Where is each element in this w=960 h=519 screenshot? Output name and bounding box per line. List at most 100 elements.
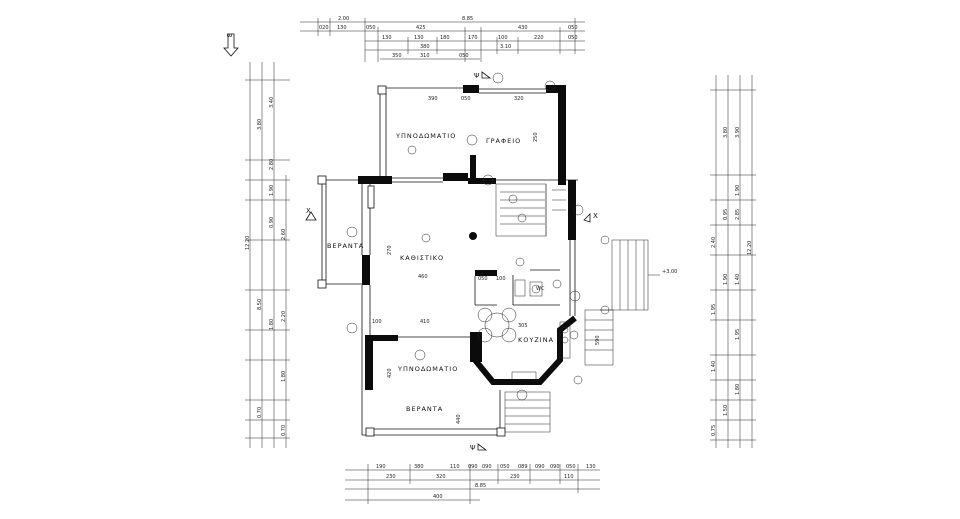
- left-dim-9: 2.20: [281, 311, 287, 322]
- interior-dim-3: 460: [418, 274, 428, 280]
- left-dim-3: 3.40: [269, 97, 275, 108]
- top-dim-3-1: 130: [414, 35, 424, 41]
- left-dim-1: 8.50: [257, 299, 263, 310]
- left-dim-2: 3.80: [257, 119, 263, 130]
- bottom-dim-3-0: 8.85: [475, 483, 486, 489]
- svg-text:Ψ: Ψ: [470, 444, 476, 452]
- bottom-dim-1-7: 090: [535, 464, 545, 470]
- bottom-dim-1-10: 130: [586, 464, 596, 470]
- north-marker: 3: [225, 33, 233, 37]
- right-dim-2: 3.80: [723, 127, 729, 138]
- right-dim-3: 1.90: [735, 185, 741, 196]
- svg-text:X: X: [593, 212, 598, 220]
- bottom-dim-1-1: 380: [414, 464, 424, 470]
- right-dim-10: 1.95: [735, 329, 741, 340]
- staircase-side: [584, 309, 614, 366]
- interior-dim-13: 440: [456, 414, 462, 424]
- bottom-dim-1-4: 090: [482, 464, 492, 470]
- top-dim-4-1: 3.10: [500, 44, 511, 50]
- bottom-dim-1-2: 110: [450, 464, 460, 470]
- top-dim-2-1: 130: [337, 25, 347, 31]
- interior-dim-5: 250: [533, 132, 539, 142]
- top-dim-3-3: 170: [468, 35, 478, 41]
- left-dim-10: 1.80: [281, 371, 287, 382]
- north-arrow-icon: 3: [223, 33, 239, 57]
- door-marks: [346, 72, 584, 401]
- section-marker-psi-bottom: Ψ: [470, 443, 488, 452]
- svg-text:Ψ: Ψ: [474, 72, 480, 80]
- top-dim-1-0: 2.00: [338, 16, 349, 22]
- top-dim-5-0: 350: [392, 53, 402, 59]
- top-dim-3-0: 130: [382, 35, 392, 41]
- bottom-dim-1-0: 190: [376, 464, 386, 470]
- right-dim-14: 0.75: [711, 425, 717, 436]
- level-mark: +3.00: [662, 269, 677, 275]
- top-dim-5-1: 310: [420, 53, 430, 59]
- top-dim-2-5: 050: [568, 25, 578, 31]
- left-dimension-labels: 12.20 8.50 3.80 3.40 2.80 1.90 0.90 1.80…: [245, 97, 287, 436]
- left-dim-11: 0.70: [257, 407, 263, 418]
- bottom-dim-1-3: 090: [468, 464, 478, 470]
- svg-text:X: X: [306, 207, 311, 215]
- interior-dim-2: 320: [514, 96, 524, 102]
- top-dim-1-1: 8.85: [462, 16, 473, 22]
- room-label-veranda-left: ΒΕΡΑΝΤΑ: [327, 242, 364, 250]
- left-dim-6: 0.90: [269, 217, 275, 228]
- room-label-bedroom-bottom: ΥΠΝΟΔΩΜΑΤΙΟ: [397, 365, 458, 373]
- room-label-veranda-bottom: ΒΕΡΑΝΤΑ: [406, 405, 443, 413]
- left-dim-7: 1.80: [269, 319, 275, 330]
- top-dim-2-3: 425: [416, 25, 426, 31]
- interior-dim-11: 100: [496, 276, 506, 282]
- top-dim-3-4: 100: [498, 35, 508, 41]
- top-dim-4-0: 380: [420, 44, 430, 50]
- section-marker-chi-left: X: [305, 207, 317, 221]
- top-dim-5-2: 050: [459, 53, 469, 59]
- bottom-dimension-chains: [345, 464, 600, 504]
- top-dim-3-2: 180: [440, 35, 450, 41]
- left-dim-4: 2.80: [269, 159, 275, 170]
- left-dim-12: 0.70: [281, 425, 287, 436]
- right-dim-12: 1.80: [735, 384, 741, 395]
- dining-table-icon: [477, 307, 517, 343]
- top-dim-3-6: 050: [568, 35, 578, 41]
- bottom-dim-1-5: 050: [500, 464, 510, 470]
- bottom-dim-2-2: 230: [510, 474, 520, 480]
- room-label-kitchen: ΚΟΥΖΙΝΑ: [518, 336, 554, 344]
- right-dim-8: 1.40: [735, 274, 741, 285]
- top-dim-3-5: 220: [534, 35, 544, 41]
- top-dim-2-2: 050: [366, 25, 376, 31]
- left-dim-8: 2.60: [281, 229, 287, 240]
- bottom-dim-2-3: 110: [564, 474, 574, 480]
- right-dim-4: 0.95: [723, 209, 729, 220]
- section-marker-chi-right: X: [583, 212, 598, 223]
- interior-dimension-labels: 050 390 320 460 270 250 305 410 100 420 …: [372, 96, 601, 424]
- right-dim-6: 2.40: [711, 237, 717, 248]
- kitchen-counter-icon: [511, 321, 571, 381]
- right-dim-5: 2.85: [735, 209, 741, 220]
- right-dim-7: 1.90: [723, 274, 729, 285]
- left-dimension-chains: [245, 62, 290, 448]
- bottom-dimension-labels: 190 380 110 090 090 050 089 090 090 050 …: [376, 464, 596, 500]
- top-dim-2-0: 020: [319, 25, 329, 31]
- left-dim-5: 1.90: [269, 185, 275, 196]
- interior-dim-0: 050: [461, 96, 471, 102]
- interior-dim-12: 590: [595, 335, 601, 345]
- staircase-right: [600, 235, 660, 315]
- section-marker-psi-top: Ψ: [474, 71, 492, 80]
- interior-dim-4: 270: [387, 245, 393, 255]
- interior-dim-6: 305: [518, 323, 528, 329]
- interior-dim-8: 100: [372, 319, 382, 325]
- interior-dim-7: 410: [420, 319, 430, 325]
- right-dim-11: 1.40: [711, 361, 717, 372]
- bottom-dim-2-1: 320: [436, 474, 446, 480]
- interior-dim-9: 420: [387, 368, 393, 378]
- top-dimension-chains: 2.00 8.85 020 130 050 425 430 050 130 13…: [300, 16, 585, 62]
- bottom-dim-4-0: 400: [433, 494, 443, 500]
- interior-dim-1: 390: [428, 96, 438, 102]
- bottom-dim-1-9: 050: [566, 464, 576, 470]
- wc-fixtures-icon: [514, 279, 543, 297]
- bottom-dim-1-6: 089: [518, 464, 528, 470]
- right-dim-13: 1.50: [723, 405, 729, 416]
- room-label-bedroom-top: ΥΠΝΟΔΩΜΑΤΙΟ: [395, 132, 456, 140]
